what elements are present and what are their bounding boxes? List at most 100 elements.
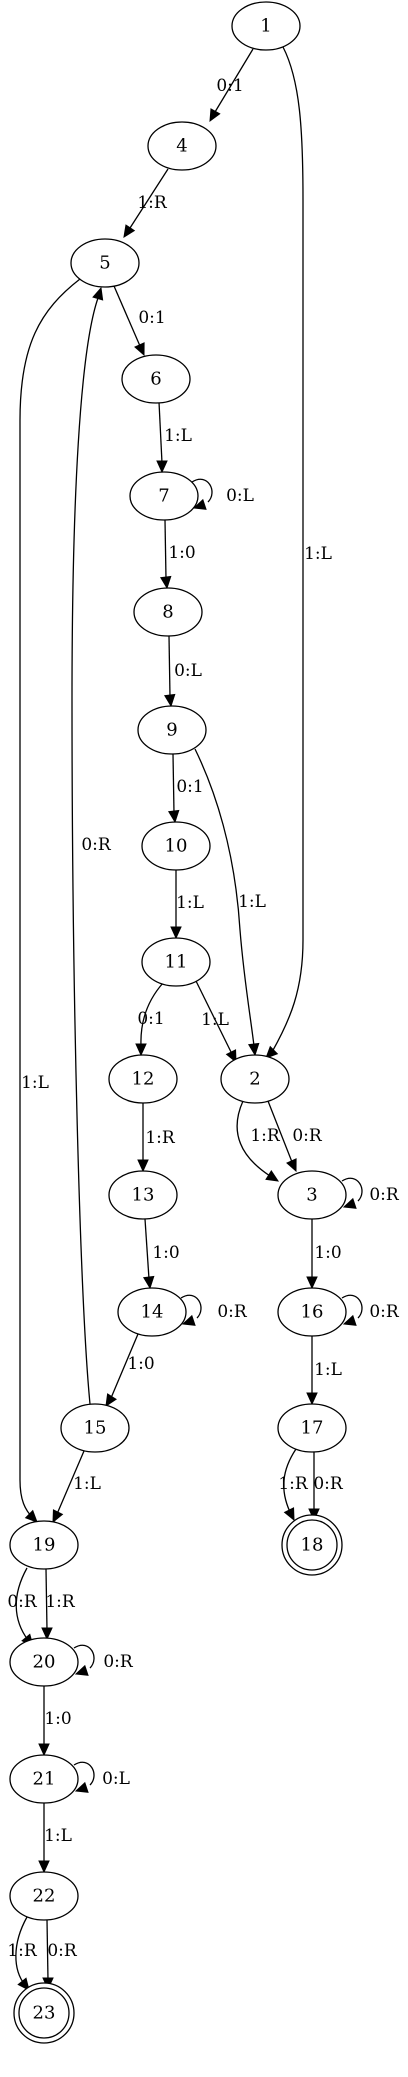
edge-n17-n18: 0:R <box>308 1452 344 1522</box>
edge-arrowhead <box>24 1509 38 1523</box>
state-node-13: 13 <box>108 1170 178 1220</box>
state-label: 5 <box>99 253 110 274</box>
edge-n15-n5: 0:R <box>71 286 112 1405</box>
edge-arrowhead <box>286 1158 297 1173</box>
edge-arrowhead <box>17 1977 30 1991</box>
edge-line <box>129 168 169 229</box>
edge-label: 1:L <box>44 1826 72 1846</box>
edge-label: 1:R <box>45 1592 76 1612</box>
edge-n7-n8: 1:0 <box>159 519 196 590</box>
state-ellipse <box>9 1871 79 1921</box>
edge-arrowhead <box>135 1043 147 1057</box>
edge-label: 1:0 <box>127 1354 154 1374</box>
edge-label: 1:L <box>164 426 192 446</box>
edge-line <box>73 1761 95 1786</box>
edge-arrowhead <box>209 108 221 123</box>
edge-label: 1:L <box>201 1010 229 1030</box>
edge-label: 0:R <box>369 1302 400 1322</box>
edge-n22-n23: 0:R <box>42 1919 78 1991</box>
edge-label: 1:R <box>137 193 168 213</box>
edge-line <box>19 278 81 1519</box>
edge-n5-n6: 0:1 <box>113 285 166 357</box>
state-ellipse <box>117 1287 187 1337</box>
state-ellipse <box>70 238 140 288</box>
state-node-4: 4 <box>147 121 217 171</box>
edge-arrowhead <box>265 1170 280 1182</box>
edge-arrowhead <box>306 1392 318 1406</box>
edge-label: 0:1 <box>138 308 165 328</box>
state-ellipse <box>141 821 211 871</box>
edge-label: 1:R <box>250 1126 281 1146</box>
state-label: 9 <box>166 720 177 741</box>
state-node-1: 1 <box>231 1 301 51</box>
state-node-10: 10 <box>141 821 211 871</box>
edge-n6-n7: 1:L <box>156 401 192 474</box>
edge-n21-n22: 1:L <box>38 1803 72 1874</box>
edge-n12-n13: 1:R <box>137 1103 176 1173</box>
edge-line <box>15 1916 28 1986</box>
edge-n20-n20: 0:R <box>73 1644 134 1676</box>
state-node-8: 8 <box>133 587 203 637</box>
edge-arrowhead <box>41 1627 53 1641</box>
state-label: 2 <box>249 1069 260 1090</box>
state-label: 6 <box>150 369 161 390</box>
state-node-17: 17 <box>277 1403 347 1453</box>
edge-line <box>191 478 213 503</box>
edge-n20-n21: 1:0 <box>38 1686 72 1757</box>
edge-n19-n20: 0:R <box>7 1567 38 1647</box>
state-label: 16 <box>301 1302 324 1323</box>
state-label: 1 <box>260 16 271 37</box>
state-label: 11 <box>165 952 188 973</box>
state-node-14: 14 <box>117 1287 187 1337</box>
edge-line <box>45 1568 48 1631</box>
edge-arrowhead <box>52 1509 64 1524</box>
edge-arrowhead <box>265 1045 279 1059</box>
edge-arrowhead <box>163 693 176 708</box>
edge-label: 0:R <box>292 1126 323 1146</box>
state-node-23: 23 <box>13 1982 75 2044</box>
edge-label: 1:R <box>278 1474 309 1494</box>
state-label: 14 <box>141 1302 164 1323</box>
edge-n15-n19: 1:L <box>52 1450 101 1524</box>
state-ellipse <box>231 1 301 51</box>
state-ellipse <box>9 1637 79 1687</box>
edge-n16-n16: 0:R <box>341 1294 400 1326</box>
state-ellipse <box>137 705 207 755</box>
edge-line <box>341 1294 363 1319</box>
state-label: 18 <box>301 1535 324 1556</box>
edge-arrowhead <box>283 1507 295 1522</box>
state-ellipse <box>60 1403 130 1453</box>
accept-ring <box>286 1519 338 1571</box>
edge-n11-n2: 1:L <box>195 980 237 1064</box>
state-node-21: 21 <box>9 1754 79 1804</box>
edge-line <box>113 285 141 347</box>
edge-line <box>56 1450 85 1515</box>
edge-line <box>195 980 233 1055</box>
state-label: 23 <box>33 2003 56 2024</box>
edge-label: 1:R <box>145 1128 176 1148</box>
state-ellipse <box>9 1520 79 1570</box>
state-label: 12 <box>132 1069 155 1090</box>
edge-line <box>73 1644 95 1669</box>
state-ellipse <box>9 1754 79 1804</box>
edge-n14-n15: 1:0 <box>105 1333 155 1408</box>
edge-n7-n7: 0:L <box>191 478 254 510</box>
edge-line <box>180 1294 202 1319</box>
edge-arrowhead <box>92 286 104 301</box>
state-node-2: 2 <box>220 1054 290 1104</box>
edge-label: 0:R <box>313 1474 344 1494</box>
state-node-5: 5 <box>70 238 140 288</box>
edge-n5-n19: 1:L <box>19 278 81 1523</box>
edge-label: 1:0 <box>168 543 195 563</box>
edge-label: 0:R <box>217 1302 248 1322</box>
edge-n17-n18: 1:R <box>278 1448 309 1522</box>
edge-label: 1:L <box>238 892 266 912</box>
state-node-9: 9 <box>137 705 207 755</box>
state-label: 20 <box>33 1652 56 1673</box>
edge-label: 0:1 <box>137 1009 164 1029</box>
edge-arrowhead <box>247 1042 260 1057</box>
edge-arrowhead <box>123 224 136 239</box>
